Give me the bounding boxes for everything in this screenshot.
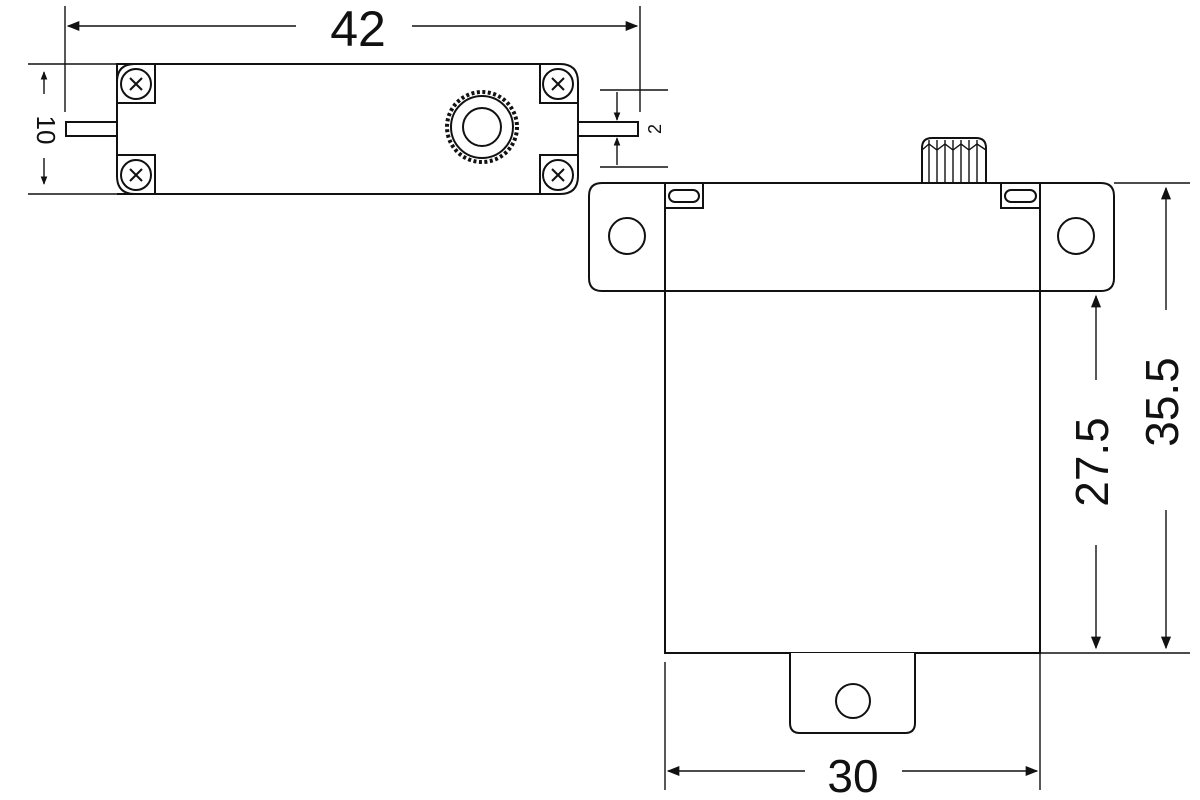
- dim-label-length: 42: [330, 1, 386, 57]
- screw-icon: [539, 64, 578, 104]
- dim-label-total-height: 35.5: [1136, 357, 1188, 447]
- top-view: 42 10: [28, 1, 668, 195]
- mounting-hole-icon: [835, 683, 871, 719]
- servo-side-body: [664, 290, 1041, 654]
- slot-right: [1000, 182, 1041, 209]
- slot-left: [664, 182, 704, 209]
- screw-icon: [117, 154, 156, 195]
- shaft-stub-left: [65, 121, 119, 137]
- dim-label-shaft: 2: [645, 124, 665, 134]
- dim-label-height: 10: [31, 116, 61, 145]
- side-view: 30 27.5 35.5: [588, 137, 1190, 800]
- gear-spline-icon: [445, 90, 519, 164]
- dim-label-body-height: 27.5: [1066, 417, 1118, 507]
- bottom-tab: [789, 653, 916, 734]
- screw-icon: [116, 63, 156, 104]
- mounting-hole-icon: [1057, 217, 1095, 255]
- screw-icon: [539, 154, 578, 194]
- shaft-stub-right: [577, 121, 639, 137]
- dim-label-width: 30: [827, 750, 878, 800]
- spline-icon: [921, 137, 987, 183]
- mounting-flange: [588, 182, 1115, 292]
- mounting-hole-icon: [608, 217, 646, 255]
